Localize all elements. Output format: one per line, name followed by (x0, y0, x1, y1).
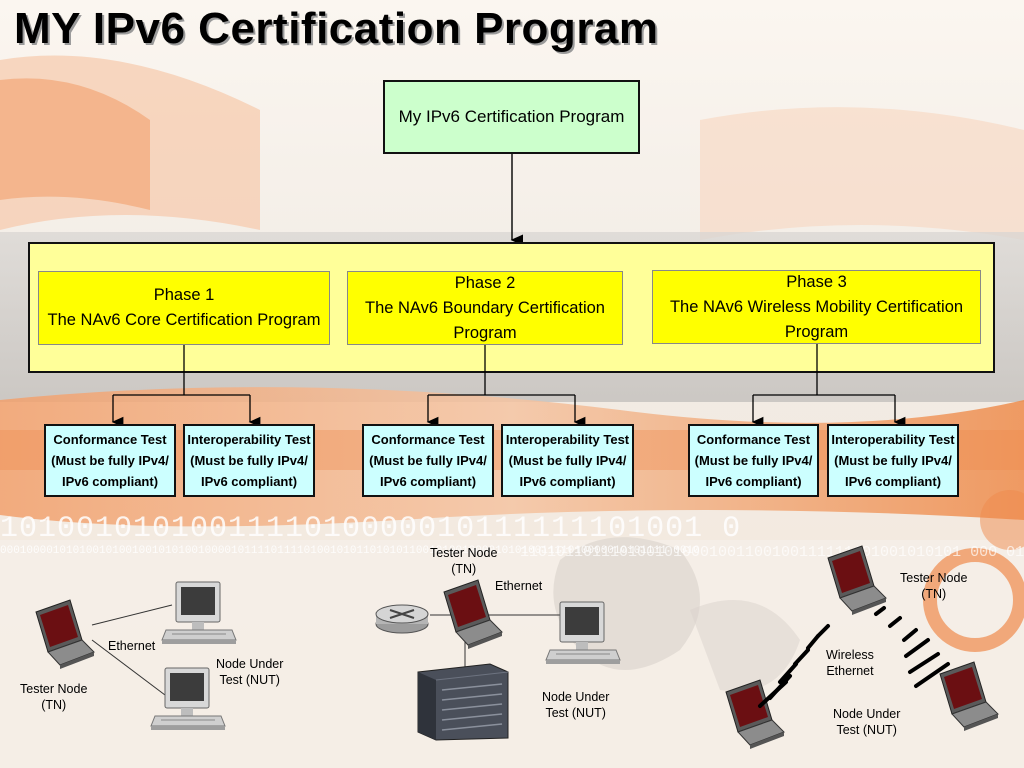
nut-pc-1a (161, 581, 237, 645)
network3-wireless-line1: Wireless (826, 648, 874, 662)
phase-2-conformance-test: Conformance Test (Must be fully IPv4/ IP… (362, 424, 494, 497)
tester-laptop-1 (35, 599, 95, 670)
network3-nut-line1: Node Under (833, 707, 901, 721)
test-requirement-2: IPv6 compliant) (61, 474, 159, 489)
switch-chassis-icon (417, 663, 509, 741)
test-title: Interoperability Test (831, 432, 955, 447)
test-title: Interoperability Test (505, 432, 630, 447)
wireless-dashes (758, 606, 950, 708)
binary-row-1: 1010010101001111010000010111111101001 0 (0, 512, 741, 546)
binary-row-3: 1101011011101001010001001100100111111101… (520, 544, 1024, 561)
network3-nut-line2: Test (NUT) (836, 723, 897, 737)
test-requirement-2: IPv6 compliant) (200, 474, 298, 489)
test-requirement-1: (Must be fully IPv4/ (369, 453, 487, 468)
program-box: My IPv6 Certification Program (383, 80, 640, 154)
network1-tester-line2: (TN) (41, 698, 67, 712)
phase-2-interoperability-test: Interoperability Test (Must be fully IPv… (501, 424, 634, 497)
phase-1-conformance-test: Conformance Test (Must be fully IPv4/ IP… (44, 424, 176, 497)
phase-1-box: Phase 1 The NAv6 Core Certification Prog… (38, 271, 330, 345)
nut-laptop-3b (939, 661, 999, 732)
network2-ethernet-label: Ethernet (495, 579, 543, 593)
test-title: Interoperability Test (187, 432, 311, 447)
phase-3-interoperability-test: Interoperability Test (Must be fully IPv… (827, 424, 959, 497)
phase-1-subtitle: The NAv6 Core Certification Program (47, 311, 321, 329)
test-requirement-2: IPv6 compliant) (519, 474, 616, 489)
network2-nut-label: Node Under Test (NUT) (542, 689, 609, 721)
phase-1-title: Phase 1 (153, 286, 215, 304)
test-requirement-1: (Must be fully IPv4/ (694, 453, 813, 468)
phase-3-title: Phase 3 (786, 272, 847, 291)
phase-2-title: Phase 2 (454, 273, 516, 292)
test-title: Conformance Test (371, 432, 485, 447)
test-requirement-1: (Must be fully IPv4/ (508, 453, 627, 468)
network1-nut-line1: Node Under (216, 657, 284, 671)
test-title: Conformance Test (696, 432, 811, 447)
network2-tester-line1: Tester Node (430, 546, 498, 560)
nut-pc-1b (150, 667, 226, 731)
page-title: MY IPv6 Certification Program (14, 4, 659, 53)
network2-nut-line1: Node Under (542, 690, 610, 704)
test-title: Conformance Test (53, 432, 167, 447)
network3-tester-label: Tester Node (TN) (900, 570, 967, 602)
network2-nut-line2: Test (NUT) (545, 706, 606, 720)
network3-nut-label: Node Under Test (NUT) (833, 706, 900, 738)
phase-1-interoperability-test: Interoperability Test (Must be fully IPv… (183, 424, 315, 497)
network2-tester-line2: (TN) (451, 562, 477, 576)
network1-nut-label: Node Under Test (NUT) (216, 656, 283, 688)
network1-nut-line2: Test (NUT) (219, 673, 280, 687)
router-icon (375, 604, 429, 634)
phase-3-subtitle: The NAv6 Wireless Mobility Certification… (669, 297, 964, 341)
network3-wireless-label: Wireless Ethernet (826, 647, 874, 679)
network3-tester-line1: Tester Node (900, 571, 968, 585)
phase-3-box: Phase 3 The NAv6 Wireless Mobility Certi… (652, 270, 981, 344)
test-requirement-2: IPv6 compliant) (379, 474, 477, 489)
test-requirement-1: (Must be fully IPv4/ (834, 453, 952, 468)
network2-tester-label: Tester Node (TN) (430, 545, 497, 577)
program-box-label: My IPv6 Certification Program (398, 107, 625, 126)
phase-3-conformance-test: Conformance Test (Must be fully IPv4/ IP… (688, 424, 819, 497)
network1-ethernet-label: Ethernet (108, 639, 156, 653)
nut-pc-2 (545, 601, 621, 665)
test-requirement-2: IPv6 compliant) (844, 474, 942, 489)
test-requirement-1: (Must be fully IPv4/ (51, 453, 169, 468)
network1-tester-label: Tester Node (TN) (20, 681, 87, 713)
test-requirement-1: (Must be fully IPv4/ (190, 453, 308, 468)
test-requirement-2: IPv6 compliant) (705, 474, 802, 489)
binary-row-2: 0001000010101001010010010101001000010111… (0, 545, 700, 557)
network3-tester-line2: (TN) (921, 587, 947, 601)
phase-2-subtitle: The NAv6 Boundary Certification Program (365, 298, 605, 342)
network3-wireless-line2: Ethernet (826, 664, 874, 678)
network1-tester-line1: Tester Node (20, 682, 88, 696)
tester-laptop-3 (827, 545, 887, 616)
phase-2-box: Phase 2 The NAv6 Boundary Certification … (347, 271, 623, 345)
